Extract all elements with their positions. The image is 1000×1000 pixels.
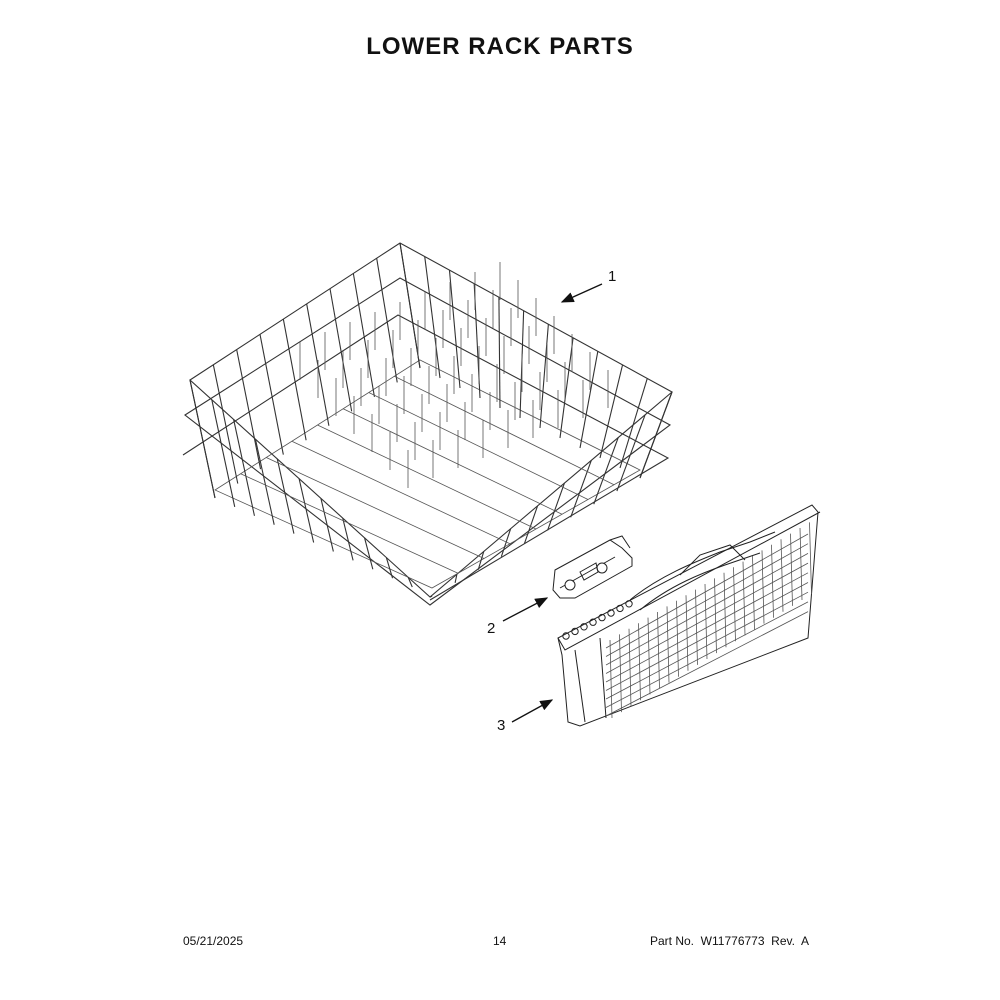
rack-post — [477, 551, 485, 570]
rack-post — [579, 351, 599, 449]
basket-cell-wire — [685, 595, 689, 671]
basket-scallop — [562, 632, 570, 640]
rack-post — [385, 557, 394, 579]
rack-clip-illustration — [552, 535, 633, 599]
basket-cell-wire — [605, 562, 809, 674]
rack-post — [570, 460, 592, 518]
lower-rack-illustration — [182, 242, 673, 606]
basket-scallop — [616, 604, 624, 613]
basket-cell-wire — [666, 606, 670, 683]
basket-cell-wire — [605, 572, 809, 683]
rack-floor-wire — [240, 473, 459, 574]
basket-scallop — [571, 627, 579, 636]
rack-post — [559, 337, 574, 439]
rack-post — [616, 414, 646, 492]
rack-post — [254, 439, 275, 525]
basket-scallop — [589, 618, 597, 626]
basket-cell-wire — [605, 582, 809, 691]
basket-cell-wire — [761, 550, 765, 624]
basket-cell-wire — [605, 533, 809, 649]
rack-post — [352, 273, 375, 397]
rack-post — [236, 349, 262, 470]
footer-date: 05/21/2025 — [183, 934, 244, 948]
rack-post — [233, 419, 255, 516]
basket-cell-wire — [704, 583, 708, 660]
rack-floor-wire — [342, 408, 563, 515]
rack-post — [376, 258, 398, 383]
rack-post — [429, 595, 433, 598]
rack-post — [342, 517, 354, 561]
rack-post — [211, 399, 236, 508]
rack-post — [424, 256, 441, 379]
basket-cell-wire — [628, 628, 632, 707]
basket-cell-wire — [605, 601, 809, 708]
rack-post — [539, 324, 549, 429]
rack-post — [547, 482, 565, 531]
rack-post — [282, 319, 307, 441]
rack-post — [500, 528, 512, 557]
basket-cell-wire — [790, 533, 793, 606]
rack-post — [593, 437, 619, 505]
basket-cell-wire — [780, 539, 784, 612]
basket-cell-wire — [723, 572, 727, 648]
callout-2-arrow — [502, 597, 549, 622]
rack-post — [189, 379, 216, 499]
rack-post — [407, 577, 413, 588]
basket-cell-wire — [605, 591, 809, 700]
basket-scallop — [607, 609, 615, 617]
footer-page-number: 14 — [493, 934, 507, 948]
rack-post — [276, 458, 295, 534]
rack-post — [599, 364, 624, 459]
rack-post — [399, 242, 421, 369]
basket-cell-wire — [695, 589, 698, 665]
basket-cell-wire — [809, 522, 812, 595]
rack-floor-wire — [394, 375, 615, 486]
basket-scallop — [580, 623, 588, 631]
callout-3-number: 3 — [497, 717, 506, 734]
basket-scallop — [625, 600, 633, 608]
callout-3-arrow — [511, 699, 554, 723]
rack-post — [448, 270, 461, 389]
callout-2-number: 2 — [487, 620, 496, 637]
callout-1-arrow — [560, 283, 603, 303]
rack-post — [329, 288, 353, 412]
basket-cell-wire — [605, 553, 809, 666]
rack-post — [639, 391, 673, 479]
basket-scallop — [598, 613, 606, 622]
silverware-basket-illustration — [557, 504, 821, 727]
basket-cell-wire — [799, 527, 803, 601]
rack-post — [320, 498, 334, 552]
basket-cell-wire — [605, 611, 809, 717]
rack-post — [523, 505, 539, 544]
rack-floor-wire — [368, 392, 589, 500]
rack-post — [619, 378, 648, 469]
footer-part-number: Part No. W11776773 Rev. A — [650, 934, 809, 948]
basket-cell-wire — [638, 623, 641, 701]
rack-post — [259, 334, 284, 455]
rack-post — [298, 478, 315, 543]
callout-1-number: 1 — [608, 268, 617, 285]
rack-post — [498, 297, 501, 409]
rack-post — [454, 574, 458, 583]
rack-floor-wire — [266, 457, 485, 559]
basket-cell-wire — [657, 611, 660, 689]
page-title: LOWER RACK PARTS — [366, 33, 634, 60]
rack-post — [212, 364, 239, 484]
basket-cell-wire — [647, 617, 651, 695]
basket-cell-wire — [733, 567, 736, 642]
rack-floor-wire — [317, 424, 537, 530]
basket-cell-wire — [771, 544, 774, 618]
basket-cell-wire — [605, 543, 809, 657]
rack-post — [364, 537, 374, 570]
basket-cell-wire — [676, 600, 679, 677]
rack-floor-wire — [291, 440, 511, 545]
